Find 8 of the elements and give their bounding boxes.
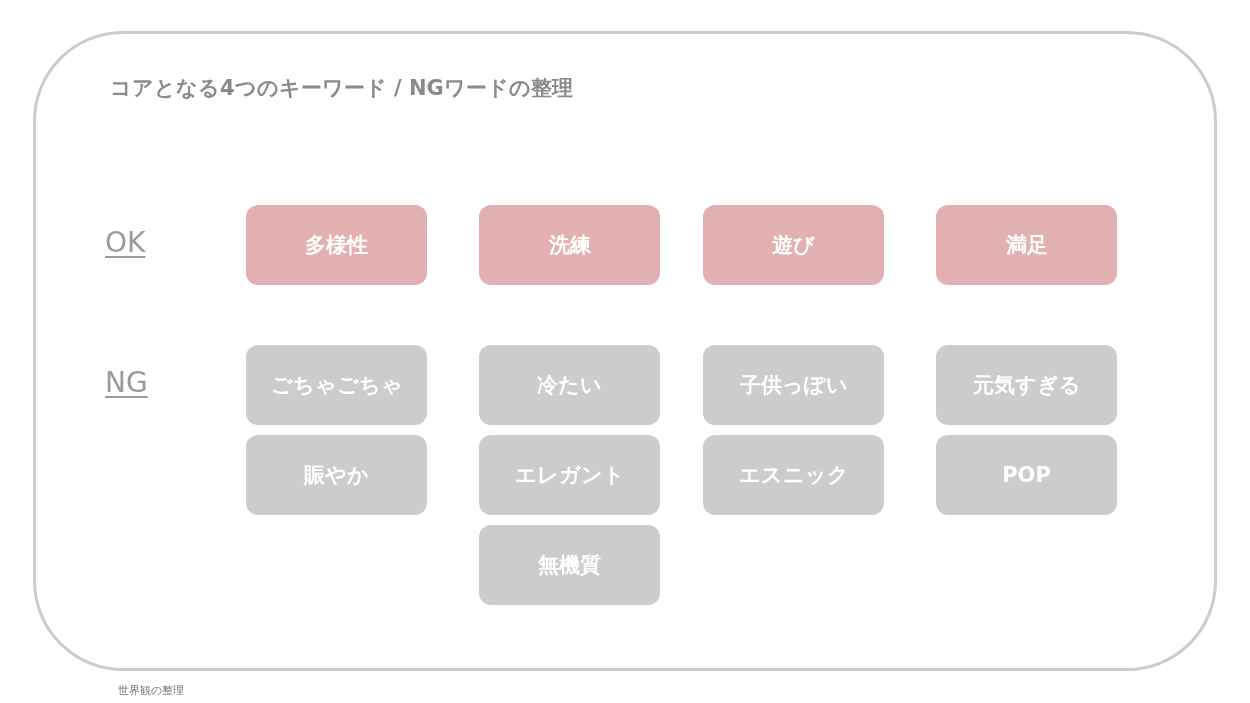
keyword-box: 多様性	[246, 205, 427, 285]
row-label: NG	[105, 366, 148, 399]
keyword-box: 満足	[936, 205, 1117, 285]
title: コアとなる4つのキーワード / NGワードの整理	[110, 75, 573, 102]
row-label: OK	[105, 226, 146, 259]
keyword-box: 遊び	[703, 205, 884, 285]
caption: 世界観の整理	[118, 683, 184, 698]
keyword-box: 洗練	[479, 205, 660, 285]
